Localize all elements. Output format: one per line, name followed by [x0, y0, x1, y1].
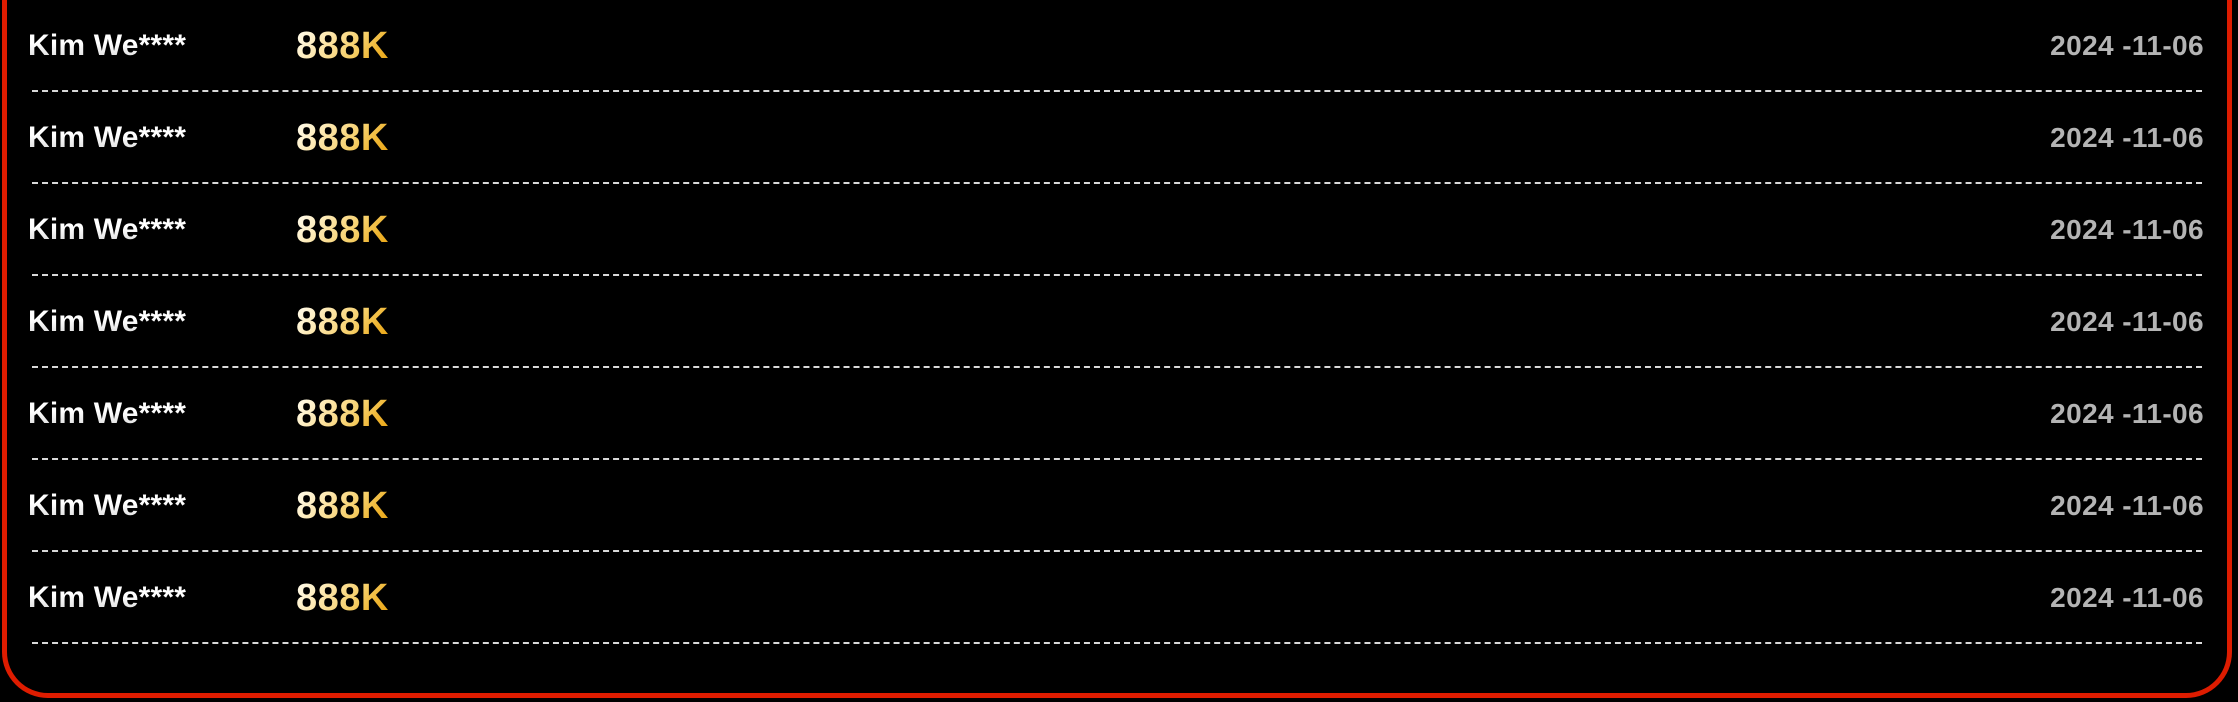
- table-row[interactable]: Kim We**** 888K 2024 -11-06: [7, 460, 2227, 552]
- winner-amount: 888K: [296, 484, 389, 527]
- winner-amount: 888K: [296, 24, 389, 67]
- winner-amount: 888K: [296, 576, 389, 619]
- winner-date: 2024 -11-06: [2050, 582, 2204, 613]
- winner-date: 2024 -11-06: [2050, 214, 2204, 245]
- winner-date: 2024 -11-06: [2050, 490, 2204, 521]
- table-row[interactable]: Kim We**** 888K 2024 -11-06: [7, 368, 2227, 460]
- winner-name: Kim We****: [28, 305, 296, 339]
- winner-name: Kim We****: [28, 121, 296, 155]
- winner-name: Kim We****: [28, 29, 296, 63]
- table-row[interactable]: Kim We**** 888K 2024 -11-06: [7, 276, 2227, 368]
- winner-amount: 888K: [296, 392, 389, 435]
- table-row[interactable]: Kim We**** 888K 2024 -11-06: [7, 92, 2227, 184]
- table-row[interactable]: Kim We**** 888K 2024 -11-06: [7, 552, 2227, 644]
- winner-date: 2024 -11-06: [2050, 398, 2204, 429]
- winner-amount: 888K: [296, 300, 389, 343]
- winner-amount: 888K: [296, 116, 389, 159]
- winners-list: Kim We**** 888K 2024 -11-06 Kim We**** 8…: [7, 0, 2227, 644]
- winner-date: 2024 -11-06: [2050, 306, 2204, 337]
- winner-name: Kim We****: [28, 581, 296, 615]
- winner-date: 2024 -11-06: [2050, 30, 2204, 61]
- table-row[interactable]: Kim We**** 888K 2024 -11-06: [7, 0, 2227, 92]
- winner-name: Kim We****: [28, 397, 296, 431]
- winner-name: Kim We****: [28, 489, 296, 523]
- winner-date: 2024 -11-06: [2050, 122, 2204, 153]
- winner-amount: 888K: [296, 208, 389, 251]
- table-row[interactable]: Kim We**** 888K 2024 -11-06: [7, 184, 2227, 276]
- winner-name: Kim We****: [28, 213, 296, 247]
